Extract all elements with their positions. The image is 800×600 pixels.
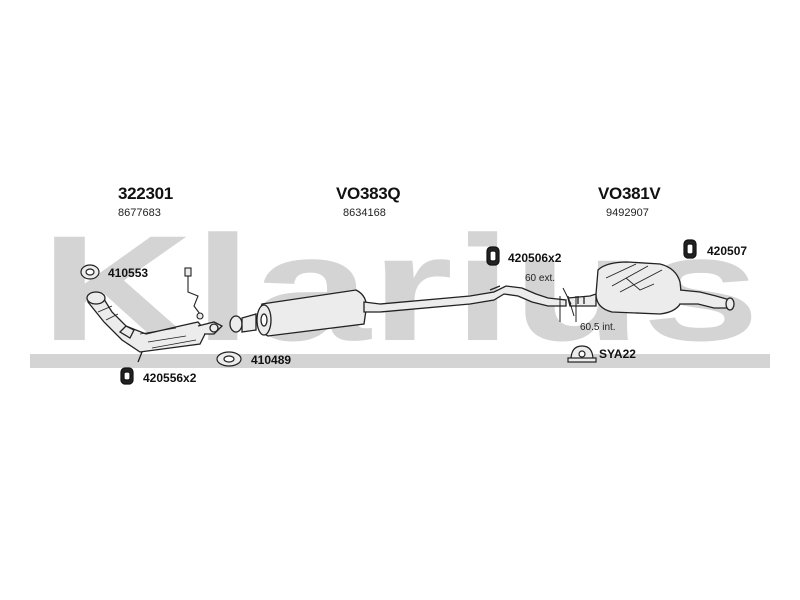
accessory-label-420507: 420507 [707,244,748,258]
rubber-hanger-icon [486,246,500,266]
clamp-icon [567,345,597,363]
part-number-rear: VO381V [598,184,661,203]
rubber-hanger-icon [683,239,697,259]
gasket-ring-icon [80,264,100,280]
catalytic-converter-part[interactable] [86,291,224,363]
flange-gasket-icon [216,351,242,367]
rubber-hanger-icon [120,367,134,385]
dimension-int-label: 60.5 int. [580,322,616,333]
accessory-label-410553: 410553 [108,266,149,280]
oe-number-middle: 8634168 [343,207,386,219]
dimension-ext-label: 60 ext. [525,273,556,284]
part-number-catalyst: 322301 [118,184,173,203]
rear-silencer-part[interactable] [567,261,735,315]
oe-number-rear: 9492907 [606,207,649,219]
middle-silencer-part[interactable] [229,285,567,337]
part-number-middle: VO383Q [336,184,401,203]
dimension-marks [559,287,577,322]
accessory-label-420506x2: 420506x2 [508,251,562,265]
oe-number-catalyst: 8677683 [118,207,161,219]
lambda-sensor [184,267,204,320]
accessory-label-410489: 410489 [251,353,292,367]
accessory-label-420556x2: 420556x2 [143,371,197,385]
accessory-label-sya22: SYA22 [599,347,636,361]
